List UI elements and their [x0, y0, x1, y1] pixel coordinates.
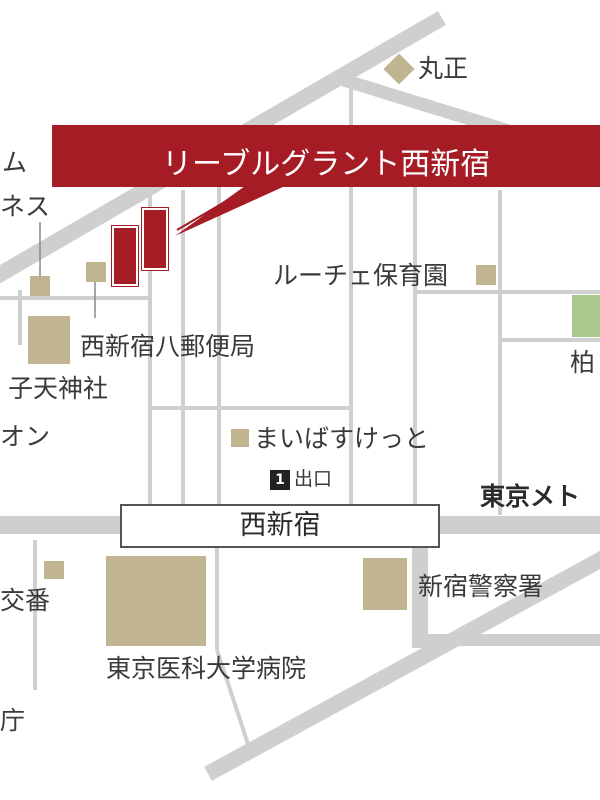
label-police: 新宿警察署 — [418, 572, 544, 601]
label-hospital: 東京医科大学病院 — [106, 654, 307, 683]
station-name: 西新宿 — [239, 510, 321, 541]
label-maibasu: まいばすけっと — [254, 424, 430, 453]
label-nesu: ネス — [0, 192, 51, 221]
post-marker — [86, 262, 106, 282]
exit-label: 出口 — [294, 468, 333, 490]
label-kashiwa: 柏 — [570, 348, 596, 377]
park-area — [572, 295, 600, 337]
exit-number-icon: 1 — [270, 470, 290, 490]
shrine-block — [28, 316, 70, 364]
property-banner: リーブルグラント西新宿 — [52, 125, 600, 187]
label-post: 西新宿八郵便局 — [80, 332, 256, 361]
station-box: 西新宿 — [120, 504, 440, 548]
building-marker-left — [112, 226, 138, 286]
label-mu: ム — [2, 148, 28, 177]
luce-marker — [476, 265, 496, 285]
label-koban: 交番 — [0, 586, 51, 615]
building-marker-right — [142, 208, 168, 270]
nes-marker — [30, 276, 50, 296]
police-block — [363, 558, 407, 610]
property-name: リーブルグラント西新宿 — [162, 147, 491, 182]
label-marusho: 丸正 — [418, 54, 469, 83]
label-luce: ルーチェ保育園 — [273, 261, 449, 290]
maibasu-marker — [231, 429, 249, 447]
label-shrine: 子天神社 — [8, 374, 109, 403]
label-cho: 庁 — [0, 706, 26, 735]
hospital-block — [106, 556, 206, 646]
label-line: 東京メト — [480, 482, 581, 511]
label-on: オン — [0, 422, 51, 451]
koban-marker — [44, 561, 64, 579]
